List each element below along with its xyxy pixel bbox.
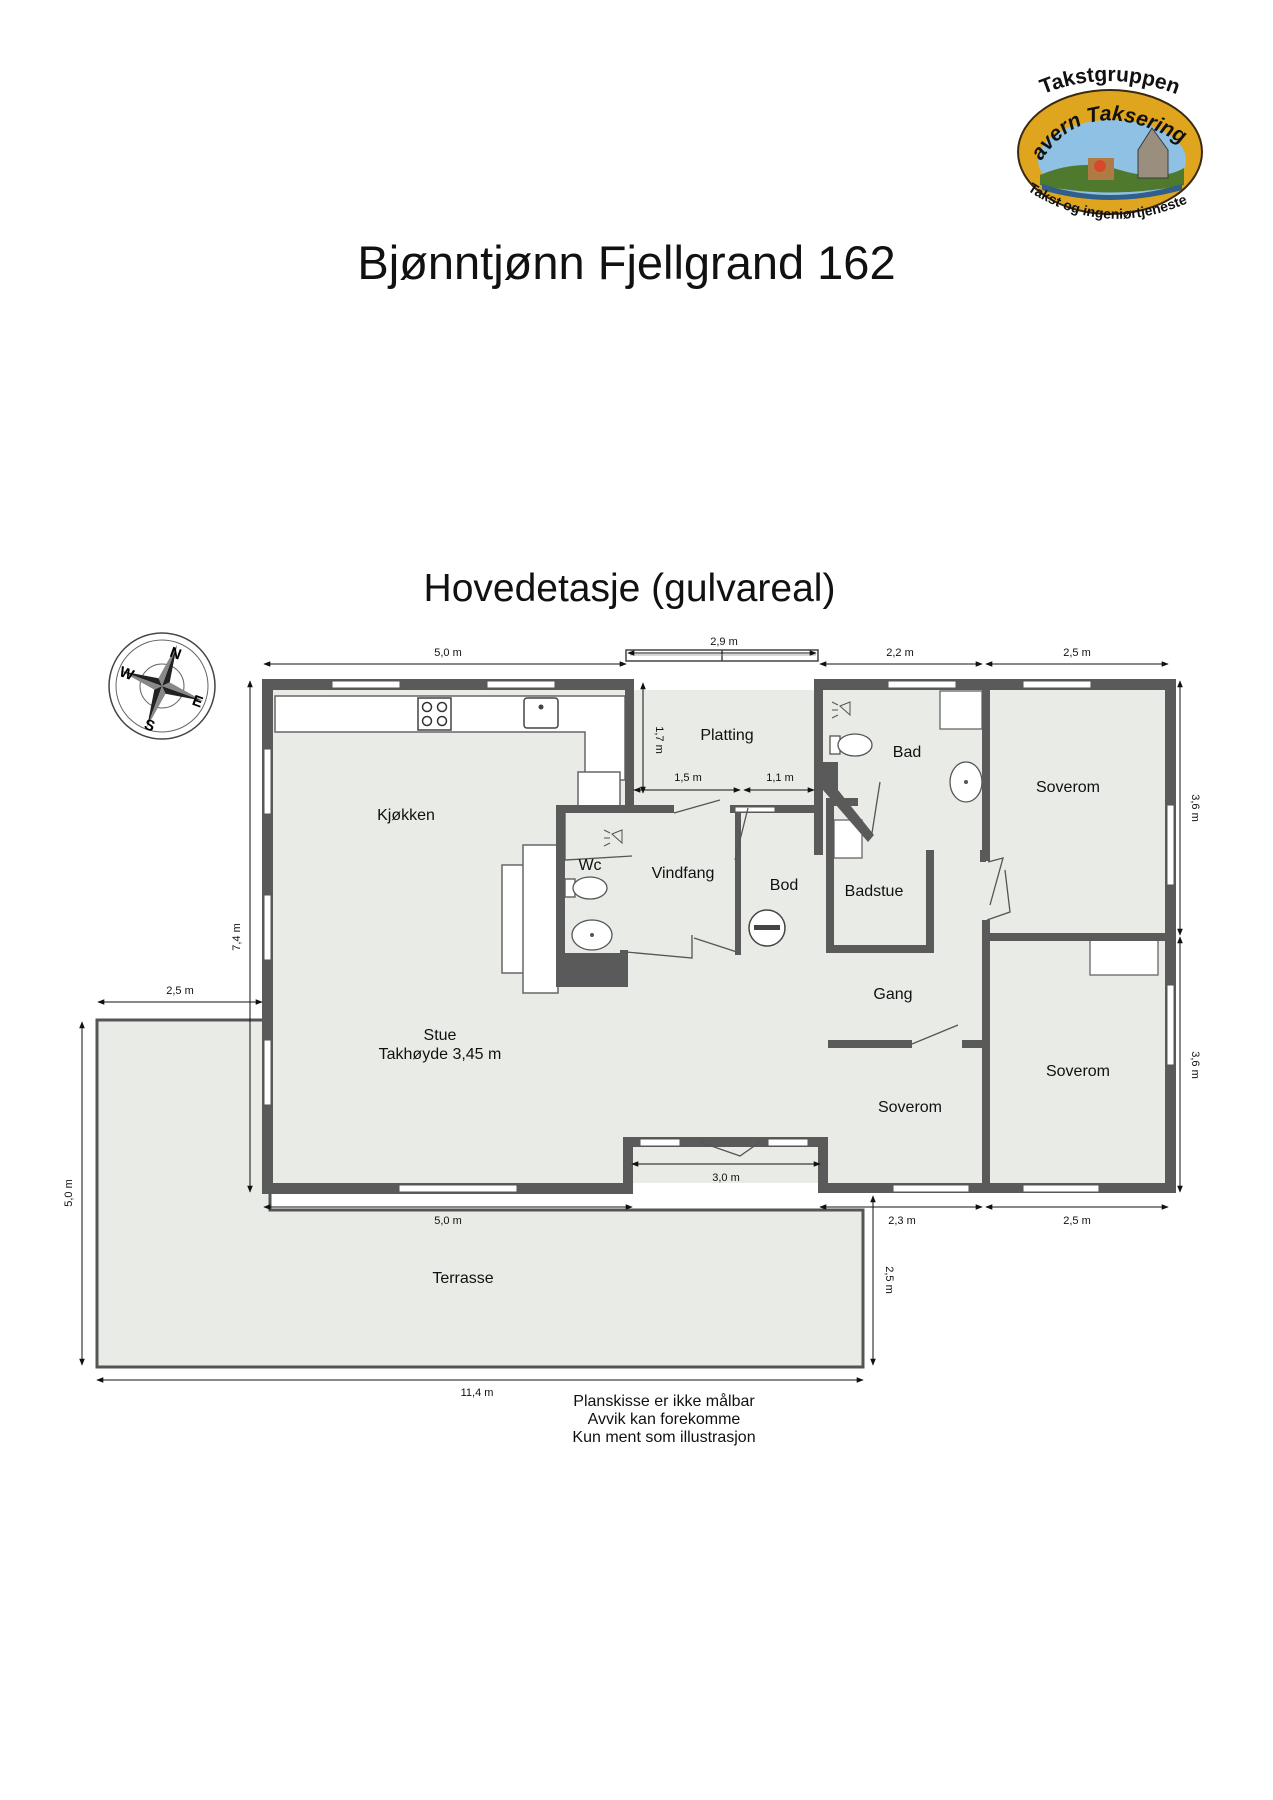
room-bod: Bod bbox=[770, 877, 798, 894]
dim-platting-h: 1,7 m bbox=[653, 726, 665, 754]
dim-bottom-right: 2,5 m bbox=[1063, 1215, 1091, 1227]
room-stue: Stue bbox=[424, 1027, 457, 1044]
room-floors bbox=[270, 690, 1176, 1193]
room-soverom-s: Soverom bbox=[878, 1099, 942, 1116]
dim-left-h: 7,4 m bbox=[231, 923, 243, 951]
dim-terrace-w: 11,4 m bbox=[461, 1387, 494, 1399]
dim-bottom-left: 5,0 m bbox=[434, 1215, 462, 1227]
floor-plan-title: Hovedetasje (gulvareal) bbox=[423, 567, 836, 610]
room-platting: Platting bbox=[700, 727, 753, 744]
logo-bottom-text: Takst og ingeniørtjenester bbox=[0, 0, 1189, 222]
room-vindfang: Vindfang bbox=[652, 865, 715, 882]
bad-cabinet bbox=[939, 690, 983, 730]
dim-terrace-right-h: 2,5 m bbox=[883, 1266, 895, 1294]
doors bbox=[564, 781, 1011, 1157]
wardrobe bbox=[1089, 939, 1159, 976]
fixtures bbox=[564, 690, 1159, 976]
kitchen-island bbox=[501, 844, 559, 994]
dim-terrace-w-small: 2,5 m bbox=[166, 985, 194, 997]
dim-top-left: 5,0 m bbox=[434, 647, 462, 659]
room-wc: Wc bbox=[578, 857, 601, 874]
company-logo: Takstgruppen Stavern Taksering AS Takst … bbox=[0, 0, 1203, 222]
room-terrasse: Terrasse bbox=[432, 1270, 493, 1287]
note-line-2: Avvik kan forekomme bbox=[588, 1411, 741, 1428]
stove-icon bbox=[417, 697, 452, 731]
dim-platting-b: 1,1 m bbox=[766, 772, 794, 784]
dim-bottom-mid: 3,0 m bbox=[712, 1172, 740, 1184]
compass-icon: N E S W bbox=[108, 632, 216, 740]
note-line-1: Planskisse er ikke målbar bbox=[573, 1392, 755, 1410]
dim-top-mid: 2,9 m bbox=[710, 636, 738, 648]
shower-icon bbox=[603, 829, 623, 847]
walls bbox=[262, 679, 1176, 1194]
room-kjokken: Kjøkken bbox=[377, 807, 435, 824]
bad-sink-icon bbox=[949, 761, 983, 803]
toilet-icon bbox=[564, 876, 608, 900]
wc-sink-icon bbox=[571, 919, 613, 951]
dim-top-right: 2,5 m bbox=[1063, 647, 1091, 659]
room-bad: Bad bbox=[893, 744, 921, 761]
room-labels: Kjøkken Stue Takhøyde 3,45 m Platting Ba… bbox=[377, 727, 1110, 1287]
sink-icon bbox=[523, 697, 559, 729]
room-soverom-ne: Soverom bbox=[1036, 779, 1100, 796]
platting-outline bbox=[625, 649, 819, 662]
water-heater-icon bbox=[748, 909, 786, 947]
dim-right-upper: 3,6 m bbox=[1189, 794, 1201, 822]
bad-toilet-icon bbox=[829, 733, 873, 757]
dimension-lines bbox=[79, 650, 1183, 1383]
note-line-3: Kun ment som illustrasjon bbox=[572, 1429, 755, 1446]
dim-top-bad: 2,2 m bbox=[886, 647, 914, 659]
dim-terrace-h: 5,0 m bbox=[63, 1179, 75, 1207]
page-title: Bjønntjønn Fjellgrand 162 bbox=[357, 236, 896, 289]
dim-right-lower: 3,6 m bbox=[1189, 1051, 1201, 1079]
bad-shower-icon bbox=[831, 701, 851, 719]
compass-w: W bbox=[117, 663, 137, 684]
room-stue-height: Takhøyde 3,45 m bbox=[379, 1046, 502, 1063]
dim-bottom-sov: 2,3 m bbox=[888, 1215, 916, 1227]
windows bbox=[263, 680, 1175, 1193]
room-soverom-se: Soverom bbox=[1046, 1063, 1110, 1080]
room-gang: Gang bbox=[873, 986, 912, 1003]
room-badstue: Badstue bbox=[845, 883, 904, 900]
dim-platting-a: 1,5 m bbox=[674, 772, 702, 784]
logo-mid-text: Stavern Taksering AS bbox=[0, 0, 1195, 164]
disclaimer-notes: Planskisse er ikke målbar Avvik kan fore… bbox=[572, 1392, 755, 1446]
dimension-labels: 5,0 m 2,9 m 2,2 m 2,5 m 1,7 m 1,5 m 1,1 … bbox=[63, 636, 1201, 1399]
